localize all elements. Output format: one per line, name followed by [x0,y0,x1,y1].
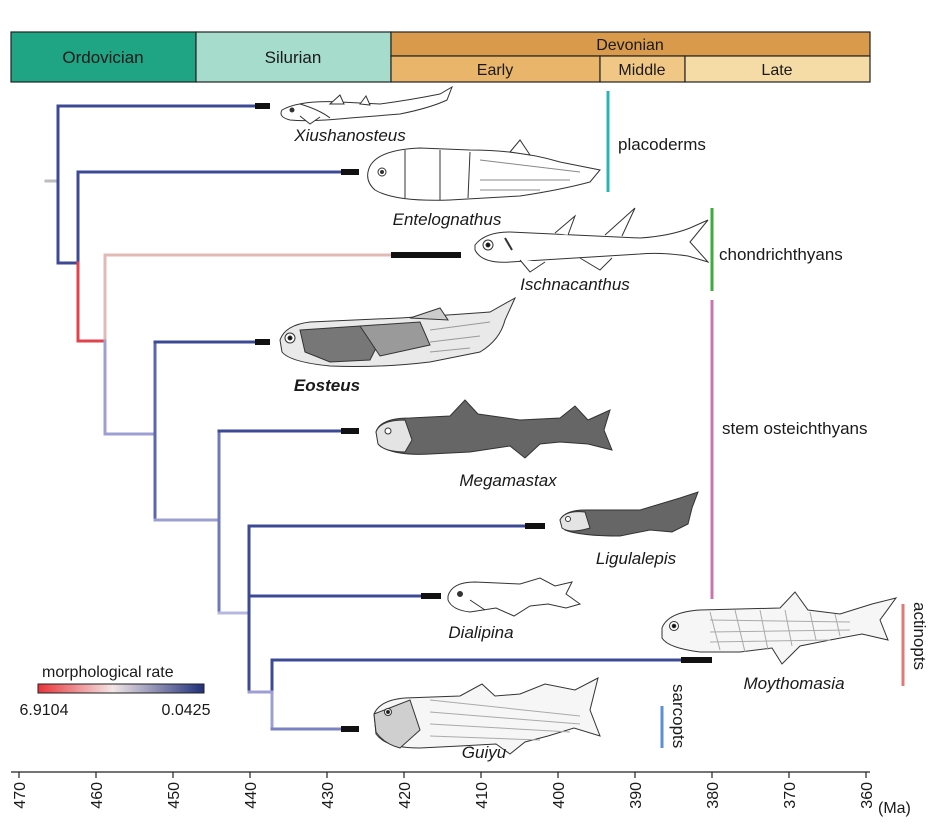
taxon-megamastax: Megamastax [459,471,557,490]
fish-entelognathus-illustration [367,139,601,201]
legend-color-bar [37,683,205,694]
fish-moythomasia-illustration [661,591,898,665]
group-placoderms-label: placoderms [618,135,706,154]
epoch-late-label: Late [761,62,792,79]
fish-ligulalepis-illustration [559,491,699,537]
axis-tick-label: 440 [243,782,260,809]
legend-max-label: 0.0425 [162,702,211,719]
period-silurian [195,31,392,83]
fish-xiushanosteus-illustration [280,85,453,125]
axis-tick-label: 420 [397,782,414,809]
taxon-labels: Xiushanosteus Entelognathus Ischnacanthu… [293,126,844,762]
axis-tick-label: 380 [705,782,722,809]
group-sarcopts-label: sarcopts [669,684,688,748]
range-bars [255,103,712,732]
timescale-header: Ordovician Silurian Devonian Early Middl… [10,31,871,83]
axis-tick-label: 410 [474,782,491,809]
taxon-entelognathus: Entelognathus [393,210,502,229]
period-ordovician-label: Ordovician [62,48,143,67]
period-devonian-label: Devonian [596,37,664,54]
axis-tick-label: 470 [12,782,29,809]
fish-eosteus-illustration [279,296,517,367]
fish-dialipina-illustration [447,577,582,617]
period-ordovician [10,31,197,83]
epoch-middle-label: Middle [618,62,665,79]
taxon-guiyu: Guiyu [462,743,507,762]
axis-tick-label: 400 [551,782,568,809]
period-silurian-label: Silurian [265,48,322,67]
taxon-eosteus: Eosteus [294,376,360,395]
fish-megamastax-illustration [375,399,613,459]
taxon-ischnacanthus: Ischnacanthus [520,275,630,294]
taxon-dialipina: Dialipina [448,623,513,642]
axis-tick-label: 460 [89,782,106,809]
epoch-late [684,55,871,83]
phylogenetic-tree [44,104,684,731]
fish-guiyu-illustration [373,677,601,755]
taxon-xiushanosteus: Xiushanosteus [293,126,406,145]
legend-min-label: 6.9104 [20,702,69,719]
legend-title: morphological rate [42,664,174,681]
axis-unit-label: (Ma) [878,800,911,817]
axis-ticks: 470 460 450 440 430 420 410 400 390 380 370 360 [12,772,876,809]
taxon-ligulalepis: Ligulalepis [596,549,677,568]
rate-legend: morphological rate 6.9104 0.0425 [20,664,211,719]
fish-ischnacanthus-illustration [474,207,710,273]
taxon-moythomasia: Moythomasia [743,674,844,693]
group-actinopts-label: actinopts [910,602,929,670]
axis-tick-label: 430 [320,782,337,809]
time-axis: 470 460 450 440 430 420 410 400 390 380 370 360 (Ma… [11,771,911,817]
group-chondrichthyans-label: chondrichthyans [719,245,843,264]
group-brackets: placoderms chondrichthyans stem osteicht… [606,91,929,748]
epoch-middle [599,55,686,83]
epoch-early-label: Early [477,62,513,79]
axis-tick-label: 370 [782,782,799,809]
axis-tick-label: 360 [859,782,876,809]
group-stem-osteichthyans-label: stem osteichthyans [722,419,868,438]
axis-tick-label: 450 [166,782,183,809]
axis-tick-label: 390 [628,782,645,809]
